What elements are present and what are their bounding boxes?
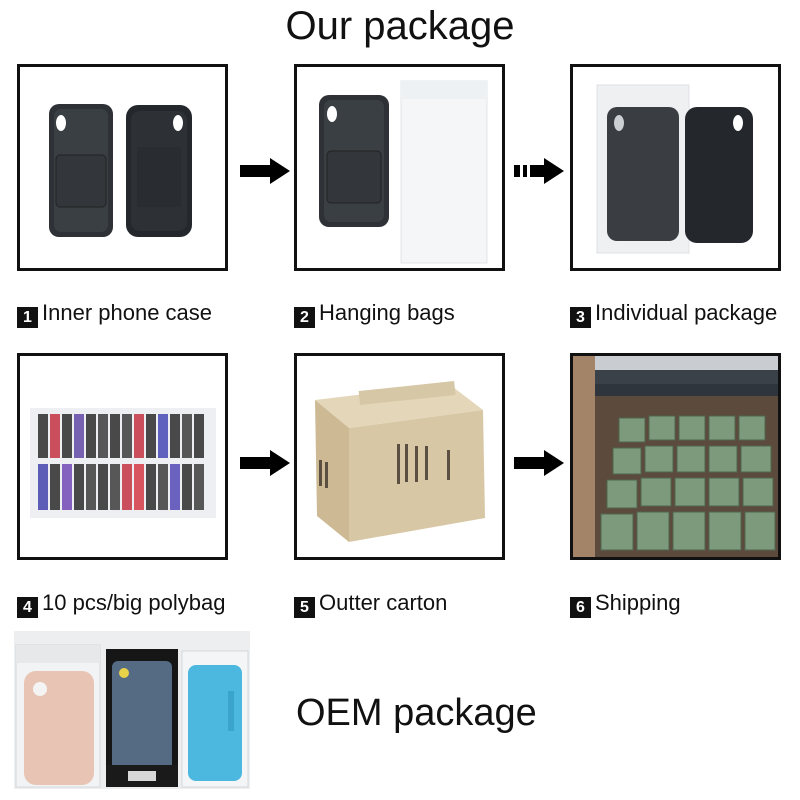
arrow-right-icon (240, 158, 290, 184)
arrow-right-icon (240, 450, 290, 476)
step-label: 10 pcs/big polybag (42, 590, 226, 615)
step-number-badge: 1 (17, 307, 38, 328)
arrow-right-icon (514, 450, 564, 476)
step-label: Individual package (595, 300, 778, 325)
photo-hanging-bags (294, 64, 505, 271)
step-label: Inner phone case (42, 300, 213, 325)
photo-oem-package (14, 631, 250, 789)
hanging-bag-illustration (319, 80, 488, 264)
shipping-truck-illustration (573, 356, 778, 557)
page-title: Our package (285, 4, 515, 48)
polybag-illustration (30, 408, 216, 518)
step-number-badge: 5 (294, 597, 315, 618)
step-number-badge: 3 (570, 307, 591, 328)
step-label: Shipping (595, 590, 681, 615)
carton-box-illustration (315, 381, 485, 542)
step-label: Hanging bags (319, 300, 455, 325)
individual-package-illustration (596, 84, 753, 254)
photo-big-polybag (17, 353, 228, 560)
step-number-badge: 2 (294, 307, 315, 328)
photo-shipping (570, 353, 781, 560)
step-number-badge: 4 (17, 597, 38, 618)
phone-cases-illustration (49, 104, 192, 237)
oem-packages-illustration (15, 644, 249, 788)
step-number-badge: 6 (570, 597, 591, 618)
arrow-right-icon (514, 158, 564, 184)
photo-individual-package (570, 64, 781, 271)
oem-package-label: OEM package (296, 692, 537, 734)
step-label: Outter carton (319, 590, 448, 615)
photo-inner-phone-case (17, 64, 228, 271)
photo-outer-carton (294, 353, 505, 560)
